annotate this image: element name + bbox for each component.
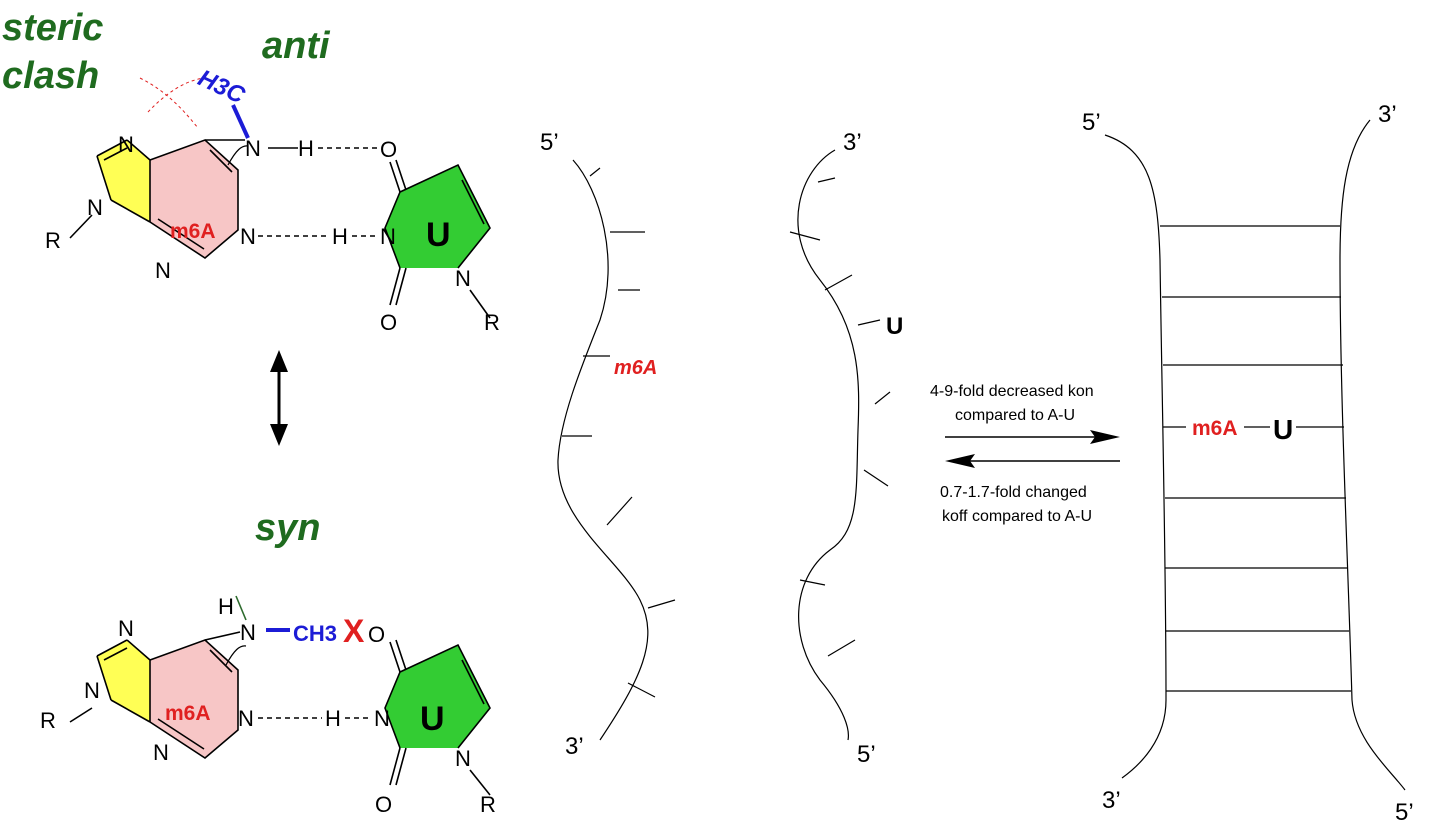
atom-N9-anti: N bbox=[87, 195, 103, 220]
strand-mid-top: 3’ bbox=[843, 129, 862, 156]
steric-label: steric bbox=[2, 7, 103, 49]
uracil-syn-ring-label: U bbox=[420, 700, 445, 738]
atom-R-syn-purine: R bbox=[40, 708, 56, 733]
duplex-m6A: m6A bbox=[1192, 417, 1238, 440]
duplex-bottom-left: 3’ bbox=[1102, 787, 1121, 814]
atom-O4-anti: O bbox=[380, 137, 397, 162]
atom-H3-anti: H bbox=[332, 224, 348, 249]
m6A-anti-molecule: N N R N N N H m6A H3C bbox=[45, 65, 378, 283]
atom-N1-uracil-anti: N bbox=[455, 266, 471, 291]
methyl-anti: H3C bbox=[194, 65, 250, 110]
duplex-top-right: 3’ bbox=[1378, 101, 1397, 128]
atom-R-syn-uracil: R bbox=[480, 792, 496, 817]
atom-N3-syn: N bbox=[153, 740, 169, 765]
koff-line-2: koff compared to A-U bbox=[942, 508, 1092, 525]
syn-label: syn bbox=[255, 507, 320, 549]
atom-N7-syn: N bbox=[118, 616, 134, 641]
atom-H6-syn: H bbox=[218, 594, 234, 619]
atom-O2-syn: O bbox=[375, 792, 392, 817]
anti-label: anti bbox=[262, 25, 331, 67]
atom-O2-anti: O bbox=[380, 310, 397, 335]
m6A-syn-molecule: H N N R N N N m6A CH3 X bbox=[40, 594, 365, 765]
atom-N1-syn: N bbox=[238, 706, 254, 731]
atom-N3-anti: N bbox=[155, 258, 171, 283]
uracil-syn-molecule: O H N N O R U bbox=[325, 622, 496, 817]
atom-H3-syn: H bbox=[325, 706, 341, 731]
blocked-hbond-x: X bbox=[343, 613, 365, 649]
atom-N9-syn: N bbox=[84, 678, 100, 703]
duplex-bottom-right: 5’ bbox=[1395, 799, 1414, 826]
strand-left-top: 5’ bbox=[540, 129, 559, 156]
m6A-anti-ring-label: m6A bbox=[170, 220, 216, 243]
strand-left-bottom: 3’ bbox=[565, 733, 584, 760]
kinetics-arrows: 4-9-fold decreased kon compared to A-U 0… bbox=[930, 383, 1120, 525]
methyl-syn: CH3 bbox=[293, 621, 337, 646]
equilibrium-double-arrow bbox=[270, 350, 288, 446]
atom-N7-anti: N bbox=[118, 132, 134, 157]
strand-left: 5’ 3’ m6A bbox=[540, 129, 676, 760]
m6A-syn-ring-label: m6A bbox=[165, 702, 211, 725]
strand-mid-U: U bbox=[886, 313, 903, 340]
atom-O4-syn: O bbox=[368, 622, 385, 647]
strand-mid: 3’ 5’ U bbox=[789, 129, 903, 768]
duplex-top-left: 5’ bbox=[1082, 109, 1101, 136]
uracil-anti-ring-label: U bbox=[426, 216, 451, 254]
koff-line-1: 0.7-1.7-fold changed bbox=[940, 484, 1087, 501]
atom-N3-uracil-syn: N bbox=[374, 706, 390, 731]
strand-mid-bottom: 5’ bbox=[857, 741, 876, 768]
kon-line-2: compared to A-U bbox=[955, 407, 1075, 424]
atom-H6-anti: H bbox=[298, 136, 314, 161]
atom-N1-anti: N bbox=[240, 224, 256, 249]
uracil-anti-molecule: O H N N O R U bbox=[332, 137, 500, 335]
atom-N1-uracil-syn: N bbox=[455, 746, 471, 771]
kon-line-1: 4-9-fold decreased kon bbox=[930, 383, 1094, 400]
duplex-U: U bbox=[1273, 414, 1293, 445]
strand-left-m6A: m6A bbox=[614, 357, 657, 379]
atom-N6-syn: N bbox=[240, 620, 256, 645]
atom-R-anti-uracil: R bbox=[484, 310, 500, 335]
atom-N6-anti: N bbox=[245, 136, 261, 161]
atom-R-anti-purine: R bbox=[45, 228, 61, 253]
steric-clash-marker bbox=[139, 77, 206, 129]
atom-N3-uracil-anti: N bbox=[380, 224, 396, 249]
duplex: 5’ 3’ 3’ 5’ m6A U bbox=[1082, 101, 1414, 826]
clash-label: clash bbox=[2, 55, 99, 97]
